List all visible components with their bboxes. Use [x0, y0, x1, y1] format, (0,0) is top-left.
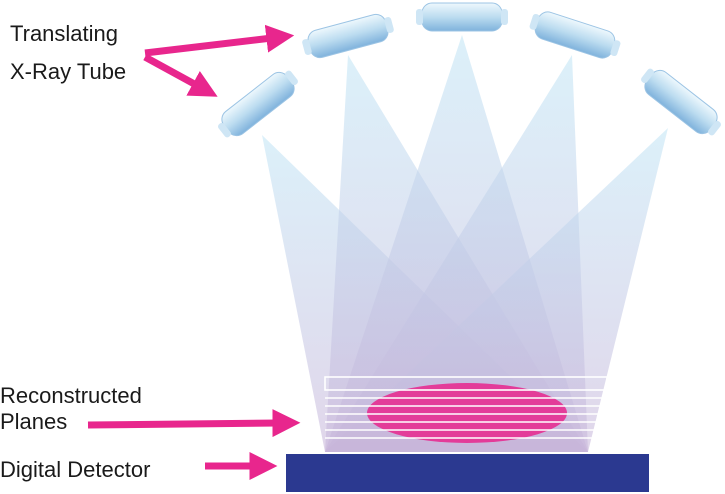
xray-tube-2	[302, 13, 394, 59]
xray-beams	[262, 35, 668, 452]
xray-tubes	[218, 2, 721, 138]
planes-label-line1: Reconstructed	[0, 383, 142, 408]
xray-tube-3	[416, 2, 508, 32]
pointer-arrows	[87, 24, 301, 480]
planes-arrow	[87, 409, 301, 438]
plane-outline	[324, 376, 608, 391]
xray-tube-1	[218, 70, 298, 138]
detector-label: Digital Detector	[0, 457, 151, 482]
reconstructed-planes	[324, 376, 608, 439]
xray-tube-5	[641, 68, 721, 136]
tube-arrow-upper	[144, 24, 295, 57]
digital-detector	[286, 454, 649, 492]
tube-label-line1: Translating	[10, 21, 119, 46]
xray-beam-5	[325, 128, 668, 452]
tube-label-line2: X-Ray Tube	[10, 59, 127, 84]
xray-tube-4	[529, 11, 621, 59]
planes-label-line2: Planes	[0, 409, 68, 434]
tube-arrow-lower	[143, 53, 218, 97]
object-ellipse	[367, 383, 567, 443]
